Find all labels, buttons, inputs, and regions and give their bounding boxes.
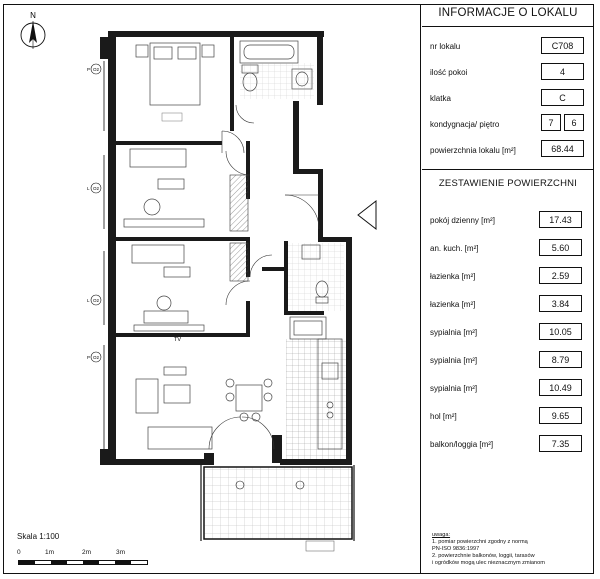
living-room-furniture <box>135 366 273 450</box>
svg-text:P: P <box>87 355 90 360</box>
info-value: C <box>541 89 584 106</box>
kitchen-tiles <box>286 339 346 459</box>
info-label: nr lokalu <box>430 42 461 51</box>
entrance-arrow-icon <box>357 199 377 231</box>
area-value: 2.59 <box>539 267 582 284</box>
info-label: powierzchnia lokalu [m²] <box>430 146 516 155</box>
svg-text:O2: O2 <box>93 355 100 360</box>
notes-line: PN-ISO 9836:1997 <box>432 546 480 552</box>
scale-tick: 2m <box>82 549 92 556</box>
area-value: 5.60 <box>539 239 582 256</box>
scale-tick: 1m <box>45 549 55 556</box>
svg-text:L: L <box>87 298 90 303</box>
bath-tiles <box>240 63 314 99</box>
area-value: 3.84 <box>539 295 582 312</box>
toilet-icon <box>315 280 329 304</box>
notes: uwaga: 1. pomiar powierzchni zgodny z no… <box>432 532 545 567</box>
room-tag <box>161 112 183 122</box>
svg-text:O2: O2 <box>93 298 100 303</box>
bedroom-2-furniture <box>123 148 205 228</box>
shower-icon <box>289 316 327 340</box>
notes-heading: uwaga: <box>432 532 451 538</box>
info-value: 4 <box>541 63 584 80</box>
compass-label: N <box>30 11 36 20</box>
notes-line: i ogródków mogą ulec nieznacznym zmianom <box>432 560 545 566</box>
area-label: hol [m²] <box>430 412 457 421</box>
svg-text:L: L <box>87 186 90 191</box>
area-label: łazienka [m²] <box>430 272 476 281</box>
info-value: 68.44 <box>541 140 584 157</box>
window-tags: P O2 L O2 L O2 P O2 <box>87 63 102 363</box>
sink-icon <box>301 244 321 260</box>
area-label: balkon/loggia [m²] <box>430 440 494 449</box>
panel-title: INFORMACJE O LOKALU <box>438 7 578 19</box>
bed-icon <box>135 42 215 106</box>
info-value: 6 <box>564 114 584 131</box>
floor-plan: N <box>20 11 377 552</box>
scale-tick: 0 <box>17 549 21 556</box>
north-arrow-icon <box>20 21 46 49</box>
scale-tick: 3m <box>116 549 126 556</box>
info-label: kondygnacja/ piętro <box>430 120 500 129</box>
kitchen-counter <box>317 338 343 450</box>
area-label: sypialnia [m²] <box>430 384 478 393</box>
notes-line: 2. powierzchnie balkonów, loggii, tarasó… <box>432 553 535 559</box>
balcony-tags <box>235 480 305 490</box>
summary-title: ZESTAWIENIE POWIERZCHNI <box>438 178 578 189</box>
area-label: pokój dzienny [m²] <box>430 216 495 225</box>
balcony <box>203 466 353 540</box>
room-tag <box>305 540 335 552</box>
area-value: 10.05 <box>539 323 582 340</box>
panel-divider <box>420 4 422 574</box>
svg-text:O2: O2 <box>93 67 100 72</box>
area-value: 9.65 <box>539 407 582 424</box>
area-label: sypialnia [m²] <box>430 356 478 365</box>
scale-bar <box>18 560 148 565</box>
scale-label: Skala 1:100 <box>17 532 60 541</box>
bathtub-icon <box>239 40 299 64</box>
area-label: łazienka [m²] <box>430 300 476 309</box>
door-swings <box>208 104 320 450</box>
info-panel: INFORMACJE O LOKALU nr lokalu C708 ilość… <box>422 4 594 574</box>
area-value: 8.79 <box>539 351 582 368</box>
bedroom-3-furniture <box>131 244 205 332</box>
area-value: 7.35 <box>539 435 582 452</box>
tv-label: TV <box>174 337 181 343</box>
info-label: klatka <box>430 94 451 103</box>
info-value: 7 <box>541 114 561 131</box>
area-label: sypialnia [m²] <box>430 328 478 337</box>
info-value: C708 <box>541 37 584 54</box>
wardrobe <box>229 242 249 282</box>
notes-line: 1. pomiar powierzchni zgodny z normą <box>432 539 528 545</box>
info-label: ilość pokoi <box>430 68 468 77</box>
drawing-frame <box>3 4 594 574</box>
area-value: 10.49 <box>539 379 582 396</box>
svg-text:O2: O2 <box>93 186 100 191</box>
area-label: an. kuch. [m²] <box>430 244 479 253</box>
area-value: 17.43 <box>539 211 582 228</box>
svg-text:P: P <box>87 67 90 72</box>
wardrobe <box>229 174 249 232</box>
